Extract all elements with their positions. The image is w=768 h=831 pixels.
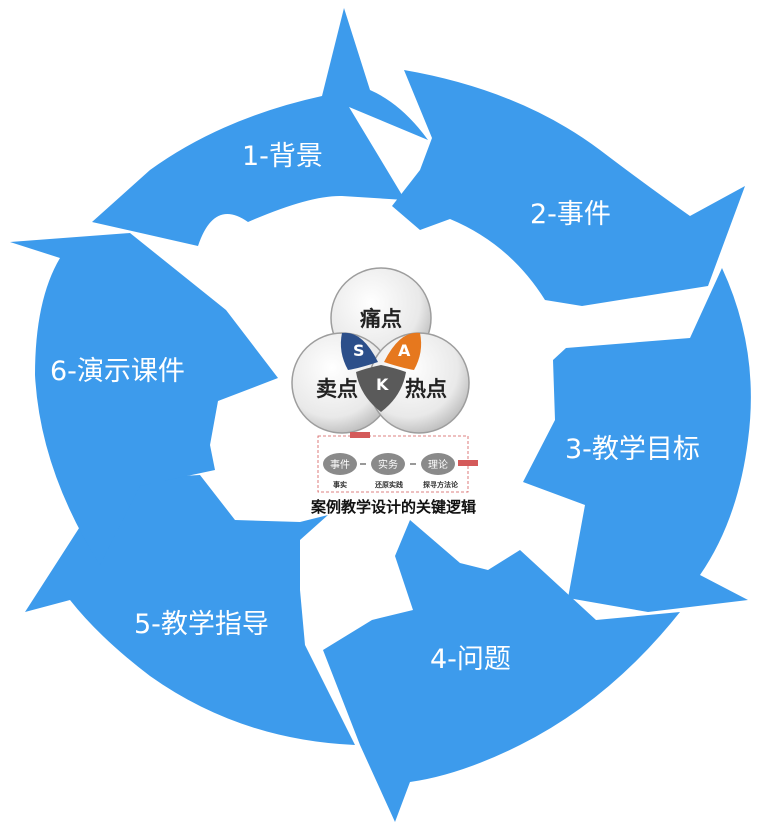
flow-tag-2: [458, 460, 478, 466]
flow-node-label-1: 事件: [330, 458, 350, 471]
circle-label-left: 卖点: [316, 377, 358, 401]
flow-tag-1: [350, 432, 370, 438]
flow-node-1: [323, 453, 357, 475]
arrow-cycle: [10, 8, 751, 822]
flow-sub-label-2: 还原实践: [374, 480, 403, 489]
flow-node-2: [371, 453, 405, 475]
arrow-segment-4: [323, 520, 680, 822]
circle-label-top: 痛点: [360, 307, 402, 331]
overlap-k: [356, 365, 406, 412]
diagram-caption: 案例教学设计的关键逻辑: [310, 498, 476, 516]
overlap-a: [384, 332, 422, 370]
flow-node-3: [421, 453, 455, 475]
letter-a: A: [398, 341, 411, 360]
flow-diagram: 事件 实务 理论 事实 还原实践 探寻方法论: [317, 432, 478, 493]
segment-label-2: 2-事件: [530, 199, 611, 230]
segment-label-6: 6-演示课件: [50, 356, 185, 387]
overlap-s: [340, 332, 378, 370]
segment-label-4: 4-问题: [430, 644, 511, 675]
circle-label-right: 热点: [405, 377, 447, 401]
segment-label-3: 3-教学目标: [565, 434, 700, 465]
arrow-segment-6: [10, 233, 278, 565]
flow-node-label-3: 理论: [428, 458, 448, 471]
segment-label-1: 1-背景: [242, 141, 323, 172]
flow-sub-label-1: 事实: [333, 480, 347, 489]
flow-sub-label-3: 探寻方法论: [423, 480, 459, 489]
letter-k: K: [376, 375, 389, 394]
center-venn: 痛点 卖点 热点 S A K: [291, 267, 470, 434]
flow-node-label-2: 实务: [378, 458, 398, 471]
letter-s: S: [353, 341, 365, 360]
arrow-segment-1: [92, 8, 428, 246]
segment-label-5: 5-教学指导: [134, 609, 269, 640]
arrow-segment-3: [523, 268, 751, 612]
arrow-segment-2: [392, 70, 745, 306]
